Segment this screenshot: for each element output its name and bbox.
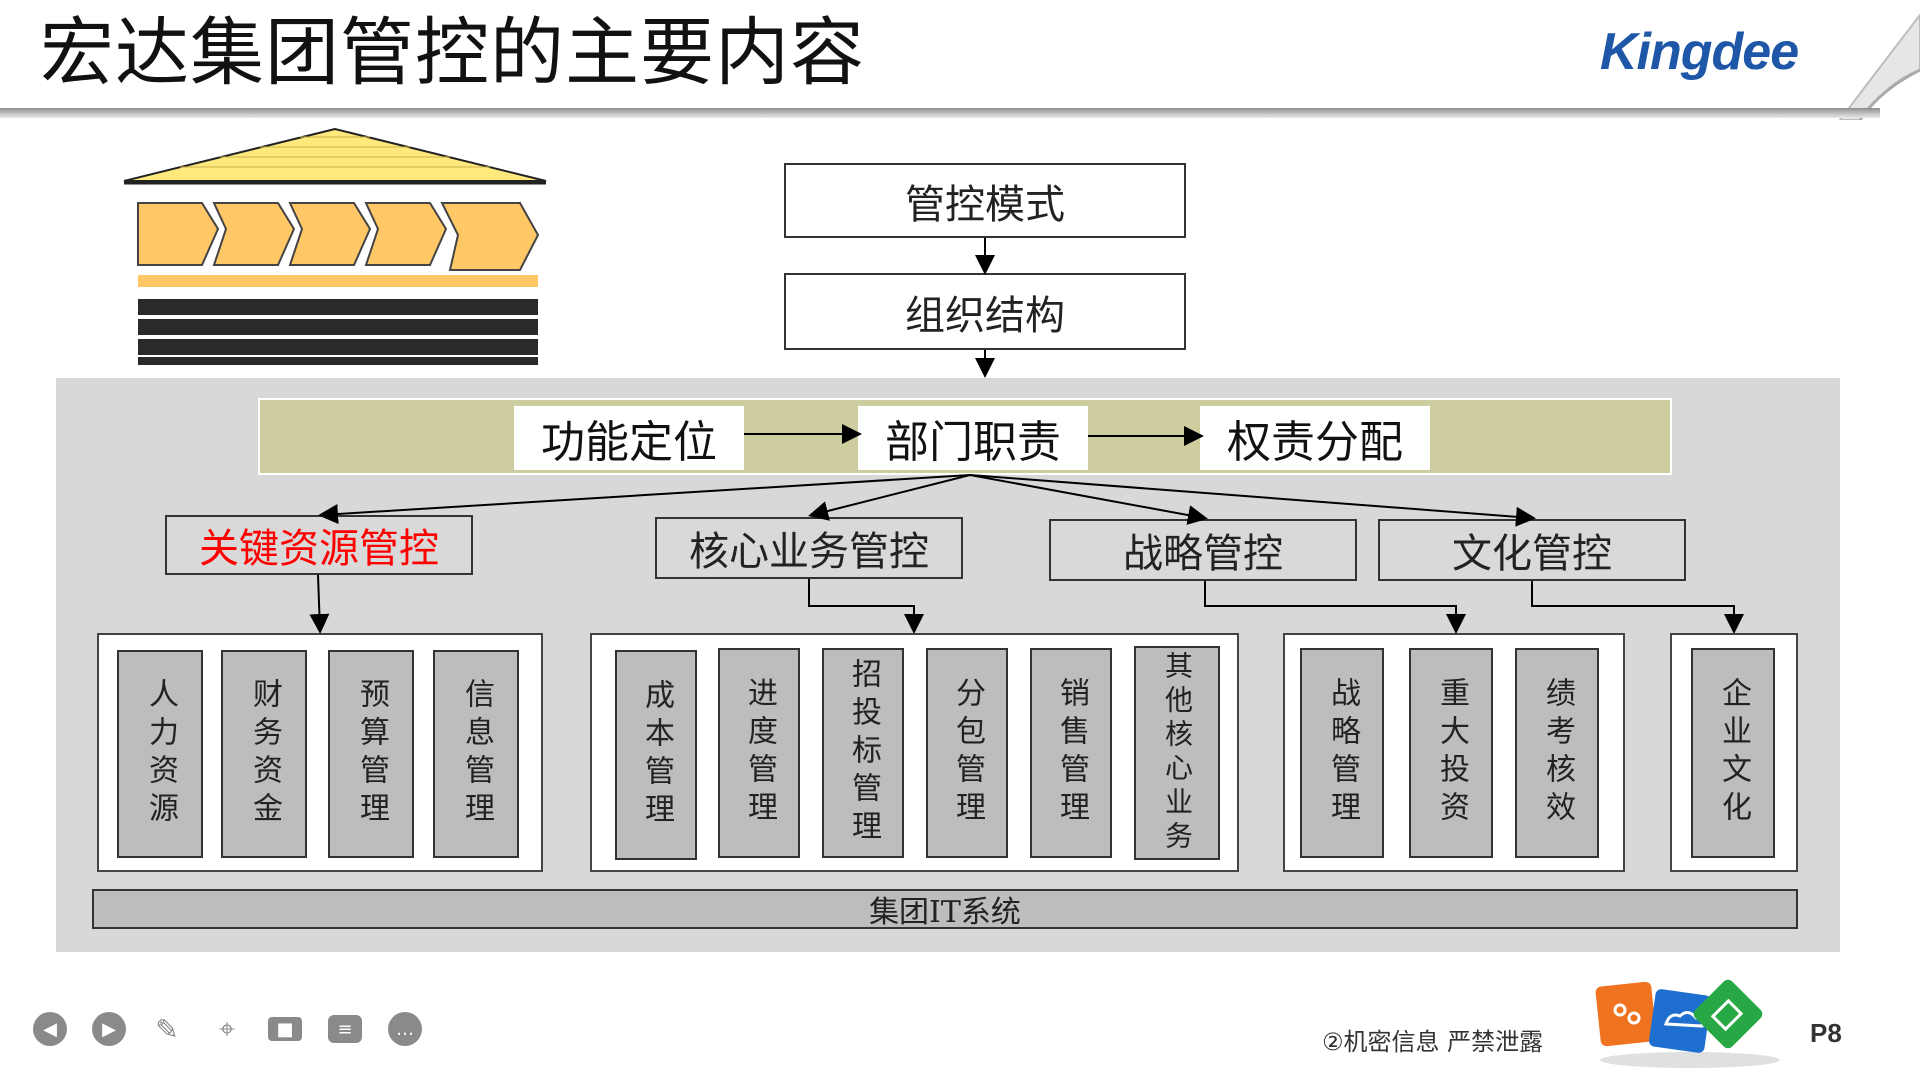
pen-icon[interactable]: ✎ [155,1012,179,1046]
it-system-bar: 集团IT系统 [92,889,1798,930]
comment-icon[interactable]: ≡ [328,1015,362,1043]
item-schedule: 进度管理 [718,648,800,858]
more-icon[interactable]: … [388,1012,422,1046]
screenshot-icon[interactable]: ⌖ [219,1012,235,1045]
item-performance: 绩考核效 [1515,648,1599,858]
mode-box: 管控模式 [784,163,1186,238]
group-core-business [590,633,1239,872]
item-bidding: 招投标管理 [822,648,904,858]
category-culture: 文化管控 [1378,519,1686,581]
category-key-resources: 关键资源管控 [165,515,473,575]
item-sales: 销售管理 [1030,648,1112,858]
confidential-notice: ②机密信息 严禁泄露 [1322,1028,1544,1056]
category-core-business: 核心业务管控 [655,517,963,579]
item-strategy-mgmt: 战略管理 [1300,648,1384,858]
item-subcontract: 分包管理 [926,648,1008,858]
slide-title: 宏达集团管控的主要内容 [40,10,865,96]
band-item-duty: 部门职责 [858,406,1088,470]
band-item-authority: 权责分配 [1200,406,1430,470]
cloud-cubes-icon [1595,979,1780,1068]
category-strategy: 战略管控 [1049,519,1357,581]
play-icon[interactable]: ▶ [92,1012,126,1046]
prev-icon[interactable]: ◀ [33,1012,67,1046]
house-icon [123,127,547,365]
org-structure-box: 组织结构 [784,273,1186,350]
item-budget: 预算管理 [328,650,414,858]
item-information: 信息管理 [433,650,519,858]
item-other-core: 其他核心业务 [1134,646,1220,860]
band-item-function: 功能定位 [514,406,744,470]
camera-icon[interactable]: ■ [268,1017,302,1041]
page-number: P8 [1810,1018,1842,1048]
kingdee-logo: Kingdee [1600,23,1799,81]
page-curl-icon [1838,13,1920,120]
item-cost: 成本管理 [615,650,697,860]
item-finance: 财务资金 [221,650,307,858]
item-hr: 人力资源 [117,650,203,858]
item-major-investment: 重大投资 [1409,648,1493,858]
header-divider [0,108,1880,118]
item-corporate-culture: 企业文化 [1691,648,1775,858]
